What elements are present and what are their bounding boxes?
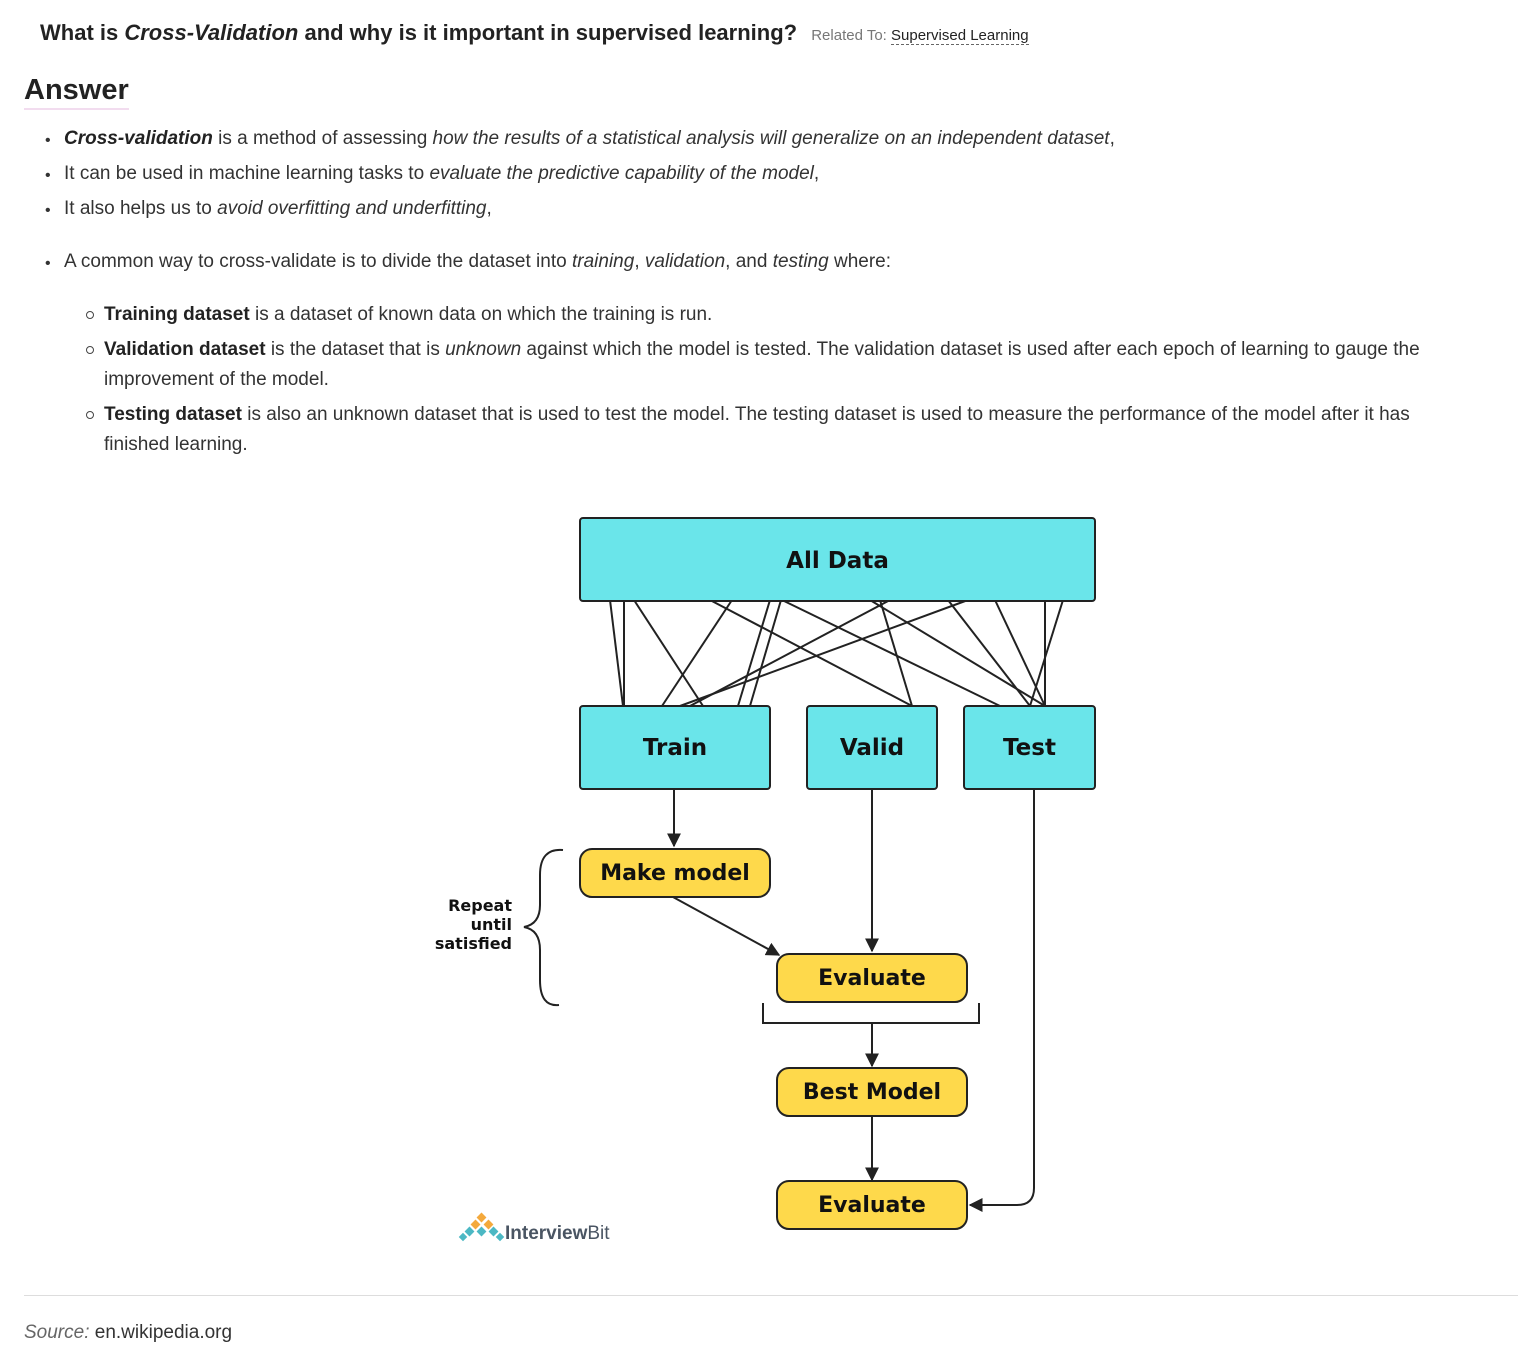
sub-bullet-training: Training dataset is a dataset of known d…: [104, 300, 712, 330]
logo-mark-icon: [470, 1212, 494, 1230]
text-segment: is also an unknown dataset that is used …: [241, 404, 1410, 425]
bullet-item-3: It also helps us to avoid overfitting an…: [64, 194, 492, 224]
text-segment: Validation dataset: [104, 339, 266, 360]
text-segment: validation: [644, 251, 726, 272]
valid-box: [806, 705, 938, 790]
sub-bullet-circle: [86, 346, 94, 354]
text-segment: ,: [813, 163, 820, 184]
related-label: Related To:: [811, 27, 887, 44]
bullet-dot: •: [45, 255, 51, 272]
text-segment: ,: [486, 198, 492, 219]
question-prefix: What is: [40, 20, 125, 45]
text-segment: is the dataset that is: [265, 339, 446, 360]
text-segment: It can be used in machine learning tasks…: [64, 163, 430, 184]
evaluate-label-2: Evaluate: [818, 1193, 926, 1218]
bullet-item-4: A common way to cross-validate is to div…: [64, 247, 891, 277]
valid-label: Valid: [840, 735, 904, 761]
sub-bullet-validation-line1: Validation dataset is the dataset that i…: [104, 335, 1420, 365]
text-segment: how the results of a statistical analysi…: [432, 128, 1110, 149]
train-box: [579, 705, 771, 790]
split-connector-lines: [609, 599, 1064, 707]
text-segment: improvement of the model.: [104, 369, 329, 390]
question-suffix: and why is it important in supervised le…: [298, 20, 798, 45]
svg-text:InterviewBit: InterviewBit: [505, 1223, 610, 1244]
source-line: Source: en.wikipedia.org: [24, 1322, 232, 1344]
evaluate-box-2: [776, 1180, 968, 1230]
answer-heading: Answer: [24, 72, 129, 110]
sub-bullet-testing-line1: Testing dataset is also an unknown datas…: [104, 400, 1410, 430]
text-segment: where:: [828, 251, 891, 272]
question-emphasis: Cross-Validation: [124, 20, 299, 45]
all-data-box: [579, 517, 1096, 602]
text-segment: unknown: [445, 339, 522, 360]
divider: [24, 1295, 1518, 1296]
bullet-item-1: Cross-validation is a method of assessin…: [64, 124, 1115, 154]
sub-bullet-testing-line2: finished learning.: [104, 430, 248, 460]
text-segment: evaluate the predictive capability of th…: [429, 163, 814, 184]
text-segment: Cross-validation: [64, 128, 213, 149]
text-segment: It also helps us to: [64, 198, 218, 219]
sub-bullet-circle: [86, 411, 94, 419]
text-segment: is a dataset of known data on which the …: [249, 304, 713, 325]
question-title: What is Cross-Validation and why is it i…: [40, 20, 1029, 46]
test-box: [963, 705, 1096, 790]
train-label: Train: [643, 735, 707, 761]
text-segment: against which the model is tested. The v…: [521, 339, 1420, 360]
flow-arrows: [523, 790, 1035, 1212]
make-model-label: Make model: [600, 861, 750, 886]
text-segment: avoid overfitting and underfitting: [217, 198, 487, 219]
all-data-label: All Data: [786, 548, 889, 574]
text-segment: A common way to cross-validate is to div…: [64, 251, 572, 272]
best-model-box: [776, 1067, 968, 1117]
evaluate-label-1: Evaluate: [818, 966, 926, 991]
repeat-label-line2: until: [471, 915, 512, 934]
repeat-label-line3: satisfied: [435, 934, 512, 953]
source-label: Source:: [24, 1322, 90, 1343]
text-segment: ,: [634, 251, 645, 272]
make-model-box: [579, 848, 771, 898]
source-value[interactable]: en.wikipedia.org: [89, 1322, 233, 1343]
related-to: Related To: Supervised Learning: [811, 27, 1029, 45]
text-segment: training: [571, 251, 635, 272]
related-link[interactable]: Supervised Learning: [891, 27, 1029, 45]
bullet-dot: •: [45, 132, 51, 149]
bullet-dot: •: [45, 167, 51, 184]
text-segment: finished learning.: [104, 434, 248, 455]
bullet-dot: •: [45, 202, 51, 219]
text-segment: is a method of assessing: [212, 128, 433, 149]
logo-text-1: Interview: [505, 1223, 588, 1244]
text-segment: , and: [725, 251, 773, 272]
repeat-label-line1: Repeat: [448, 896, 512, 915]
sub-bullet-validation-line2: improvement of the model.: [104, 365, 329, 395]
evaluate-box-1: [776, 953, 968, 1003]
text-segment: Testing dataset: [104, 404, 242, 425]
interviewbit-logo: InterviewBit: [458, 1212, 610, 1244]
text-segment: Training dataset: [104, 304, 250, 325]
sub-bullet-circle: [86, 311, 94, 319]
test-label: Test: [1003, 735, 1056, 761]
bullet-item-2: It can be used in machine learning tasks…: [64, 159, 819, 189]
logo-text-2: Bit: [587, 1223, 610, 1244]
text-segment: testing: [772, 251, 829, 272]
text-segment: ,: [1109, 128, 1115, 149]
best-model-label: Best Model: [803, 1080, 941, 1105]
